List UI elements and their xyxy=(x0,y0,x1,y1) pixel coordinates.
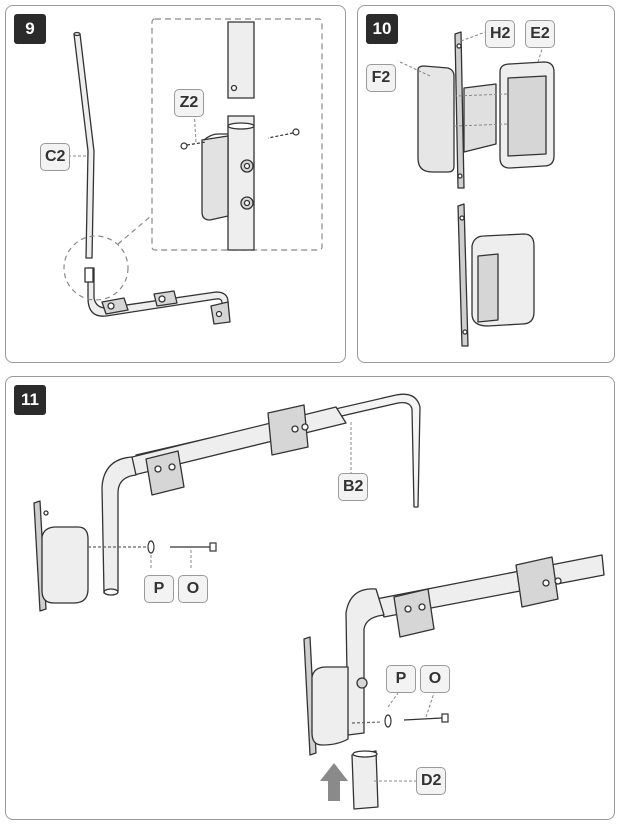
plate-h2 xyxy=(454,31,465,189)
step-10-number: 10 xyxy=(366,14,398,44)
frame-b2 xyxy=(135,393,421,508)
step-10-illustration xyxy=(397,30,555,347)
arrow-up xyxy=(320,763,348,801)
step-11-number: 11 xyxy=(14,385,46,415)
label-e2: E2 xyxy=(525,20,555,48)
label-p-left: P xyxy=(144,575,174,603)
label-c2: C2 xyxy=(40,143,71,171)
step-9-illustration xyxy=(63,18,323,325)
part-d2 xyxy=(351,750,379,810)
label-o-left: O xyxy=(178,575,208,603)
step-9-panel: 9 xyxy=(5,5,346,363)
step-10-panel: 10 H2 E2 F2 xyxy=(357,5,615,363)
label-d2: D2 xyxy=(416,767,447,795)
label-b2: B2 xyxy=(338,473,369,501)
step-11-illustration xyxy=(33,393,605,810)
label-z2: Z2 xyxy=(174,89,204,117)
tube-c2 xyxy=(73,33,95,259)
step-9-number: 9 xyxy=(14,14,46,44)
label-f2: F2 xyxy=(366,64,396,92)
label-h2: H2 xyxy=(485,20,516,48)
label-p-right: P xyxy=(386,665,416,693)
label-o-right: O xyxy=(420,665,450,693)
pad-f2 xyxy=(417,65,455,173)
step-11-panel: 11 xyxy=(5,376,615,820)
